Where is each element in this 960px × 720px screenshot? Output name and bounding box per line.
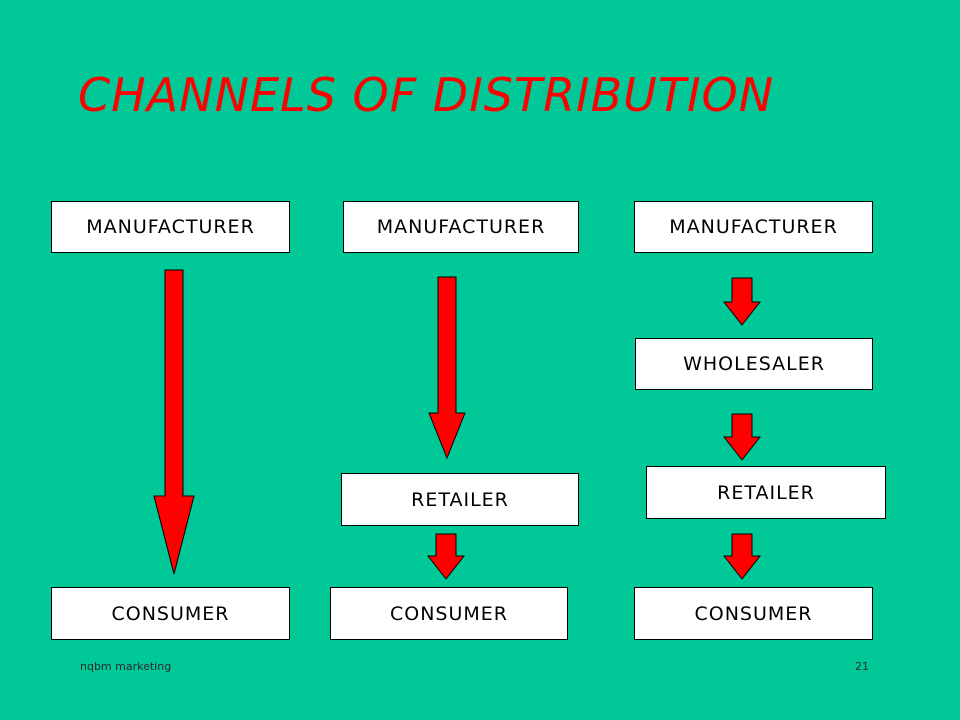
arrow-down-icon [426,533,466,580]
channel-3-retailer-box: RETAILER [646,466,886,519]
arrow-down-icon [153,269,195,575]
slide-number: 21 [855,660,869,673]
channel-2-manufacturer-box: MANUFACTURER [343,201,579,253]
channel-3-consumer-box: CONSUMER [634,587,873,640]
box-label: CONSUMER [389,602,508,625]
channel-2-consumer-box: CONSUMER [330,587,568,640]
channel-1-consumer-box: CONSUMER [51,587,290,640]
arrow-down-icon [722,533,762,580]
box-label: CONSUMER [111,602,230,625]
channel-3-manufacturer-box: MANUFACTURER [634,201,873,253]
arrow-down-icon [722,277,762,326]
arrow-down-icon [722,413,762,461]
box-label: CONSUMER [694,602,813,625]
box-label: RETAILER [717,481,815,504]
arrow-down-icon [428,276,466,460]
channel-3-wholesaler-box: WHOLESALER [635,338,873,390]
box-label: MANUFACTURER [376,216,546,238]
slide-title: CHANNELS OF DISTRIBUTION [78,68,775,122]
channel-2-retailer-box: RETAILER [341,473,579,526]
footer-left-text: nqbm marketing [80,660,172,673]
box-label: MANUFACTURER [669,216,838,238]
box-label: WHOLESALER [683,353,825,375]
channel-1-manufacturer-box: MANUFACTURER [51,201,290,253]
box-label: RETAILER [411,488,509,511]
box-label: MANUFACTURER [86,216,255,238]
